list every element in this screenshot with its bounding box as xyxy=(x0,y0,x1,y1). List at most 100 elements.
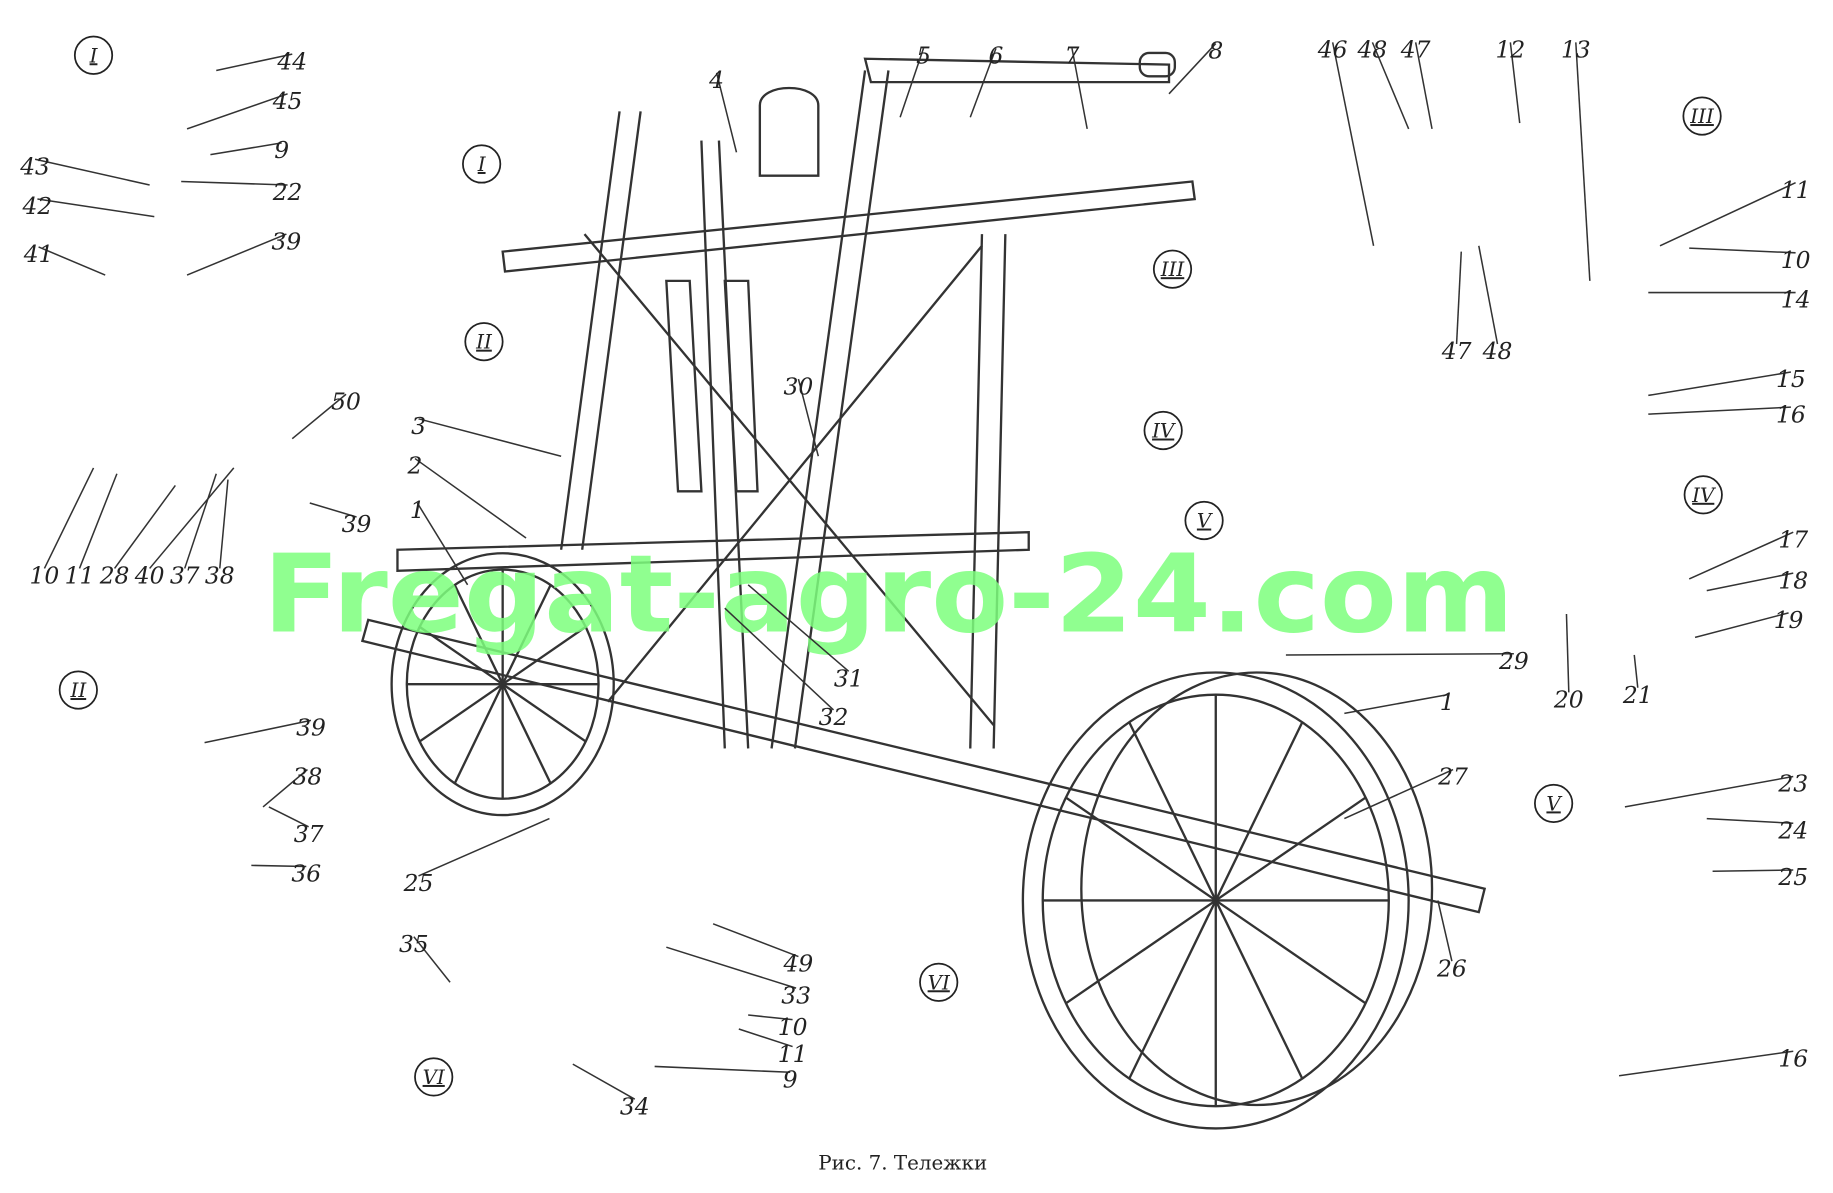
leader-line xyxy=(1706,817,1794,825)
detail-callout-label: VI xyxy=(928,971,951,994)
part-number-label: 49 xyxy=(783,950,814,978)
part-number-label: 16 xyxy=(1776,400,1806,428)
leader-line xyxy=(1344,693,1448,715)
part-number-label: 29 xyxy=(1498,647,1529,675)
detail-callout-label: IV xyxy=(1691,484,1717,507)
part-number-label: 2 xyxy=(407,452,423,480)
part-number-label: 32 xyxy=(819,703,849,731)
detail-callout-circle xyxy=(1184,500,1224,541)
part-number-label: 20 xyxy=(1553,686,1584,714)
figure-caption: Рис. 7. Тележки xyxy=(818,1151,987,1174)
leader-line xyxy=(262,768,308,808)
detail-callout-circle xyxy=(462,144,502,184)
machine-drawing xyxy=(360,51,1487,1130)
part-number-label: 16 xyxy=(1778,1044,1808,1072)
part-number-label: 40 xyxy=(134,562,165,590)
leader-line xyxy=(797,378,820,457)
leader-line xyxy=(1575,42,1591,281)
leader-line xyxy=(1478,245,1499,345)
leader-line xyxy=(1455,251,1463,345)
leader-line xyxy=(1565,614,1570,693)
right-wheel xyxy=(1021,671,1410,1130)
leader-line xyxy=(1344,768,1454,820)
part-number-label: 8 xyxy=(1208,37,1223,65)
detail-callout-label: IV xyxy=(1151,420,1177,443)
leader-line xyxy=(738,1028,793,1048)
part-number-label: 15 xyxy=(1776,365,1806,393)
leader-line xyxy=(1648,406,1791,415)
detail-callout-circle xyxy=(73,35,114,75)
leader-line xyxy=(149,467,235,569)
leader-line xyxy=(43,467,95,569)
leader-line xyxy=(183,473,217,569)
part-number-label: 48 xyxy=(1482,337,1513,365)
leader-line xyxy=(1694,612,1789,639)
leader-line xyxy=(1648,371,1792,397)
part-number-label: 14 xyxy=(1781,286,1811,314)
part-number-label: 30 xyxy=(784,372,814,400)
leader-line xyxy=(309,502,357,518)
part-number-label: 39 xyxy=(272,227,302,255)
part-number-label: 42 xyxy=(22,192,53,220)
leader-line xyxy=(1712,869,1794,872)
leader-line xyxy=(1509,42,1521,124)
leader-line xyxy=(1331,42,1375,246)
part-number-label: 22 xyxy=(272,178,303,206)
part-number-label: 21 xyxy=(1622,681,1653,709)
detail-callout-circle xyxy=(1534,783,1574,823)
leader-line xyxy=(969,47,997,118)
detail-callout-label: II xyxy=(69,679,87,702)
leader-line xyxy=(216,53,293,72)
leader-line xyxy=(747,584,850,672)
part-number-label: 4 xyxy=(708,66,724,94)
leader-line xyxy=(78,473,118,569)
part-number-label: 38 xyxy=(205,562,235,590)
detail-callout-circle xyxy=(1143,410,1183,451)
part-number-label: 25 xyxy=(1777,863,1808,891)
part-number-label: 27 xyxy=(1437,763,1468,791)
part-number-label: 5 xyxy=(916,41,931,69)
axle-beam xyxy=(360,618,1487,914)
leader-line xyxy=(572,1063,636,1100)
detail-callout-circle xyxy=(1682,96,1722,136)
leader-line xyxy=(1618,1050,1794,1077)
leader-line xyxy=(186,93,288,130)
part-number-label: 13 xyxy=(1561,36,1591,64)
leader-line xyxy=(1689,247,1796,254)
part-number-label: 9 xyxy=(783,1065,798,1093)
part-number-label: 11 xyxy=(65,562,95,590)
top-frame xyxy=(501,180,1197,273)
watermark-text: Fregat-agro-24.com xyxy=(263,533,1514,658)
part-number-label: 10 xyxy=(30,562,60,590)
leader-line xyxy=(418,418,562,457)
part-number-label: 47 xyxy=(1441,337,1472,365)
part-number-label: 36 xyxy=(291,860,321,888)
leader-line xyxy=(37,198,155,218)
leader-line xyxy=(414,457,527,539)
leader-line xyxy=(1659,181,1796,247)
part-number-label: 26 xyxy=(1436,954,1467,982)
part-number-label: 43 xyxy=(19,152,50,180)
part-number-label: 18 xyxy=(1778,566,1808,594)
part-number-label: 7 xyxy=(1065,41,1080,69)
part-number-label: 23 xyxy=(1777,770,1808,798)
leader-line xyxy=(1414,42,1433,130)
part-number-label: 46 xyxy=(1317,36,1348,64)
left-wheel xyxy=(390,552,615,817)
leader-line xyxy=(1371,42,1410,130)
part-number-label: 3 xyxy=(411,412,426,440)
leader-line xyxy=(1706,572,1794,592)
leader-line xyxy=(268,806,309,828)
leader-line xyxy=(113,484,176,569)
part-number-label: 37 xyxy=(170,562,200,590)
part-number-label: 10 xyxy=(778,1013,808,1041)
detail-callout-label: V xyxy=(1197,510,1214,533)
part-number-label: 25 xyxy=(403,869,434,897)
detail-callout-label: II xyxy=(475,331,493,354)
leader-line xyxy=(413,936,451,983)
leader-line xyxy=(712,923,799,958)
leader-line xyxy=(748,1014,793,1021)
part-number-label: 1 xyxy=(1440,688,1455,716)
